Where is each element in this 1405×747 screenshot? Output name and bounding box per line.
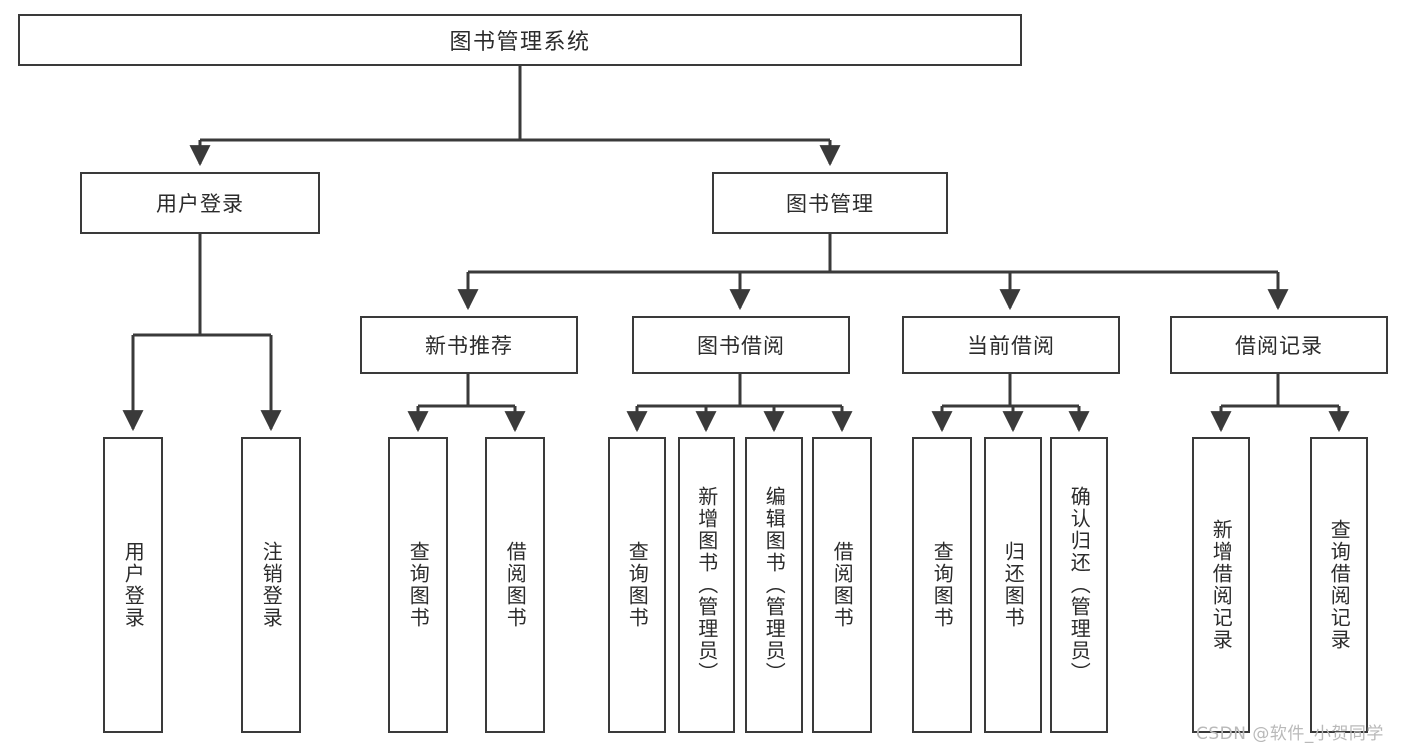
- node-user-login[interactable]: 用户登录: [80, 172, 320, 234]
- node-leaf-return-book[interactable]: 归还图书: [984, 437, 1042, 733]
- node-current-borrow[interactable]: 当前借阅: [902, 316, 1120, 374]
- watermark: CSDN @软件_小贺同学: [1196, 724, 1384, 744]
- node-leaf-query-record[interactable]: 查询借阅记录: [1310, 437, 1368, 733]
- node-book-borrow-label: 图书借阅: [697, 334, 785, 358]
- node-leaf-user-login-label: 用户登录: [121, 541, 146, 629]
- node-leaf-user-login[interactable]: 用户登录: [103, 437, 163, 733]
- node-leaf-query-book-3[interactable]: 查询图书: [912, 437, 972, 733]
- node-root-label: 图书管理系统: [449, 30, 591, 55]
- node-leaf-borrow-book-2[interactable]: 借阅图书: [812, 437, 872, 733]
- node-leaf-add-book-label: 新增图书（管理员）: [694, 486, 719, 684]
- node-leaf-confirm-return-label: 确认归还（管理员）: [1067, 486, 1092, 684]
- node-leaf-logout-label: 注销登录: [259, 541, 284, 629]
- node-leaf-add-record[interactable]: 新增借阅记录: [1192, 437, 1250, 733]
- node-new-book-recommend-label: 新书推荐: [425, 334, 513, 358]
- node-leaf-borrow-book-1[interactable]: 借阅图书: [485, 437, 545, 733]
- node-new-book-recommend[interactable]: 新书推荐: [360, 316, 578, 374]
- node-leaf-confirm-return[interactable]: 确认归还（管理员）: [1050, 437, 1108, 733]
- node-borrow-record[interactable]: 借阅记录: [1170, 316, 1388, 374]
- node-leaf-query-book-2[interactable]: 查询图书: [608, 437, 666, 733]
- node-user-login-label: 用户登录: [156, 192, 244, 216]
- node-leaf-logout[interactable]: 注销登录: [241, 437, 301, 733]
- node-leaf-borrow-book-2-label: 借阅图书: [830, 541, 855, 629]
- node-borrow-record-label: 借阅记录: [1235, 334, 1323, 358]
- node-leaf-query-record-label: 查询借阅记录: [1327, 519, 1352, 651]
- node-leaf-borrow-book-1-label: 借阅图书: [503, 541, 528, 629]
- node-book-borrow[interactable]: 图书借阅: [632, 316, 850, 374]
- node-leaf-query-book-2-label: 查询图书: [625, 541, 650, 629]
- node-leaf-query-book-3-label: 查询图书: [930, 541, 955, 629]
- node-leaf-add-record-label: 新增借阅记录: [1209, 519, 1234, 651]
- node-leaf-query-book-1[interactable]: 查询图书: [388, 437, 448, 733]
- node-root[interactable]: 图书管理系统: [18, 14, 1022, 66]
- node-leaf-query-book-1-label: 查询图书: [406, 541, 431, 629]
- node-book-manage-label: 图书管理: [786, 192, 874, 216]
- node-leaf-edit-book-label: 编辑图书（管理员）: [762, 486, 787, 684]
- node-leaf-add-book[interactable]: 新增图书（管理员）: [678, 437, 735, 733]
- node-leaf-return-book-label: 归还图书: [1001, 541, 1026, 629]
- node-current-borrow-label: 当前借阅: [967, 334, 1055, 358]
- node-leaf-edit-book[interactable]: 编辑图书（管理员）: [745, 437, 803, 733]
- node-book-manage[interactable]: 图书管理: [712, 172, 948, 234]
